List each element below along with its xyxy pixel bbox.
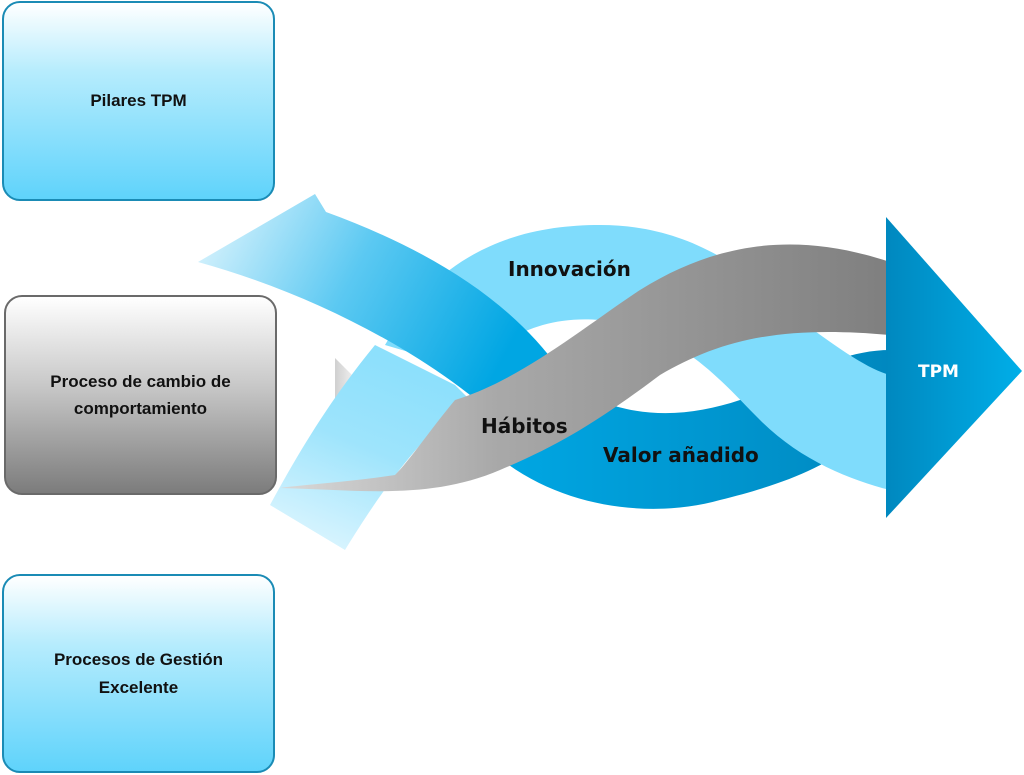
ribbon-fade-lower: [270, 345, 470, 550]
label-valor-anadido: Valor añadido: [603, 443, 759, 467]
tpm-arrow: [886, 217, 1022, 518]
box-proceso-cambio-label: Proceso de cambio de comportamiento: [50, 368, 230, 422]
box-procesos-gestion-line1: Procesos de Gestión: [53, 650, 224, 670]
box-pilares-tpm: Pilares TPM: [2, 1, 275, 201]
label-innovacion: Innovación: [508, 257, 631, 281]
box-procesos-gestion-excelente: Procesos de Gestión Excelente: [2, 574, 275, 773]
small-arrow-tip: [335, 358, 355, 400]
ribbon-habitos: [280, 244, 890, 492]
label-habitos: Hábitos: [481, 414, 568, 438]
box-proceso-cambio-line1: Proceso de cambio de: [50, 371, 231, 391]
box-proceso-cambio-line2: comportamiento: [73, 399, 208, 418]
ribbon-fade-upper: [198, 194, 560, 395]
box-procesos-gestion-line2: Excelente: [98, 677, 179, 697]
box-proceso-cambio-comportamiento: Proceso de cambio de comportamiento: [4, 295, 277, 495]
box-pilares-tpm-label: Pilares TPM: [90, 91, 187, 111]
label-tpm: TPM: [918, 362, 959, 382]
box-procesos-gestion-label: Procesos de Gestión Excelente: [54, 646, 223, 700]
